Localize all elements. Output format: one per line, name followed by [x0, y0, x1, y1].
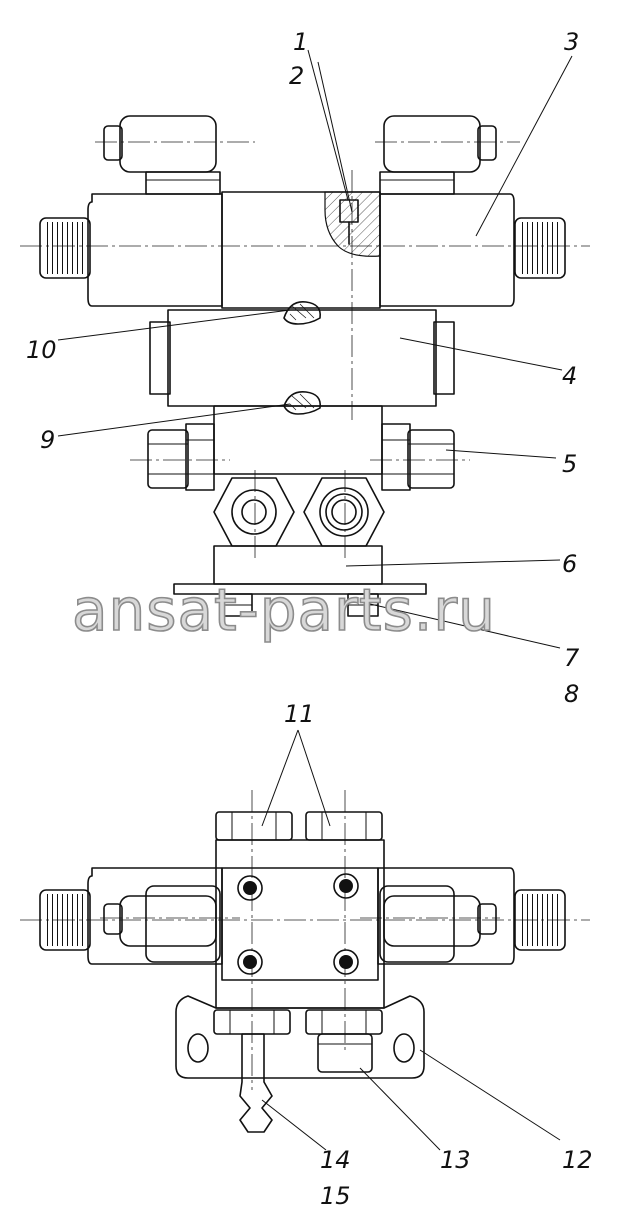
callout-8: 8 — [564, 680, 579, 708]
mounting-bolts — [237, 873, 359, 975]
callout-9: 9 — [40, 426, 55, 454]
right-solenoid-coil — [379, 193, 515, 307]
top-right-knob — [514, 889, 566, 951]
hose-nipple — [239, 1033, 273, 1133]
top-left-solenoid — [87, 867, 223, 965]
callout-labels: 1 2 3 10 4 9 5 6 7 8 11 12 13 14 15 — [26, 28, 593, 1210]
top-view — [20, 790, 590, 1133]
watermark: ansat-parts.ru — [72, 576, 496, 644]
right-fitting — [381, 423, 455, 491]
callout-1: 1 — [293, 28, 308, 56]
callout-7: 7 — [564, 644, 580, 672]
callout-2: 2 — [289, 62, 304, 90]
right-connector-plug — [379, 115, 497, 195]
left-solenoid-knob — [39, 217, 91, 279]
callout-12: 12 — [562, 1146, 593, 1174]
mounting-bracket — [175, 995, 425, 1079]
callout-15: 15 — [320, 1182, 351, 1210]
left-connector-plug — [103, 115, 221, 195]
callout-14: 14 — [320, 1146, 351, 1174]
lower-nut-right — [305, 1009, 383, 1035]
callout-6: 6 — [562, 550, 577, 578]
callout-4: 4 — [562, 362, 577, 390]
left-solenoid-coil — [87, 193, 223, 307]
left-fitting — [147, 423, 215, 491]
lower-housing — [213, 405, 383, 475]
drain-plug — [317, 1033, 373, 1073]
top-nut-left — [215, 811, 293, 841]
mounting-plate — [173, 583, 427, 595]
callout-3: 3 — [564, 28, 579, 56]
right-hex-port — [303, 477, 385, 547]
left-hex-port — [213, 477, 295, 547]
top-nut-right — [305, 811, 383, 841]
top-right-solenoid — [377, 867, 515, 965]
right-solenoid-knob — [514, 217, 566, 279]
top-left-knob — [39, 889, 91, 951]
leader-lines — [57, 49, 573, 1151]
callout-10: 10 — [26, 336, 57, 364]
callout-11: 11 — [284, 700, 315, 728]
front-view — [20, 115, 590, 617]
callout-13: 13 — [440, 1146, 471, 1174]
top-view-body — [215, 839, 385, 1009]
section-hatch — [324, 191, 381, 257]
callout-5: 5 — [562, 450, 577, 478]
manual-valve-block — [149, 301, 455, 415]
